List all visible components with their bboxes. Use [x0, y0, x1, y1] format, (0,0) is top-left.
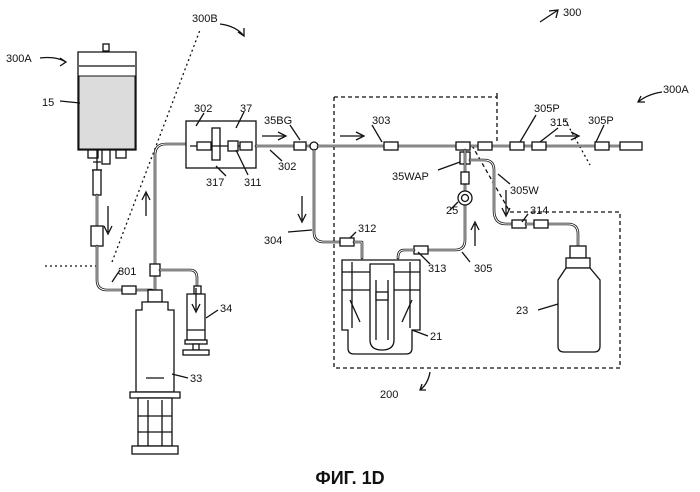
label-302-bottom: 302 — [278, 161, 296, 173]
label-305P-a: 305P — [534, 103, 560, 115]
arrow-300B — [220, 24, 244, 36]
arrow-200 — [420, 372, 430, 390]
label-35WAP: 35WAP — [392, 171, 429, 183]
label-317: 317 — [206, 177, 224, 189]
component-37-housing — [186, 121, 256, 168]
label-304: 304 — [264, 235, 282, 247]
label-34: 34 — [220, 303, 232, 315]
label-21: 21 — [430, 331, 442, 343]
line-305 — [398, 150, 472, 258]
label-300: 300 — [563, 7, 581, 19]
label-303: 303 — [372, 115, 390, 127]
label-302-top: 302 — [194, 103, 212, 115]
line-305W — [470, 160, 578, 246]
figure-caption: ФИГ. 1D — [315, 468, 384, 488]
label-25: 25 — [446, 205, 458, 217]
line-304 — [314, 150, 362, 258]
label-311: 311 — [244, 177, 262, 189]
label-301: 301 — [118, 266, 136, 278]
label-305: 305 — [474, 263, 492, 275]
label-314: 314 — [530, 205, 548, 217]
arrow-300A-right — [638, 92, 662, 102]
reservoir-21 — [342, 260, 420, 354]
label-35BG: 35BG — [264, 115, 292, 127]
label-312: 312 — [358, 223, 376, 235]
label-200: 200 — [380, 389, 398, 401]
label-300A-left: 300A — [6, 53, 32, 65]
arrow-300A-left — [40, 58, 66, 67]
boundary-200-top — [334, 93, 497, 142]
label-313: 313 — [428, 263, 446, 275]
label-315: 315 — [550, 117, 568, 129]
label-305P-b: 305P — [588, 115, 614, 127]
boundary-300A-right — [565, 120, 590, 165]
label-300A-right: 300A — [663, 84, 689, 96]
label-300B: 300B — [192, 13, 218, 25]
label-305W: 305W — [510, 185, 539, 197]
pressure-sensor-25 — [458, 191, 472, 205]
label-33: 33 — [190, 373, 202, 385]
label-37: 37 — [240, 103, 252, 115]
arrow-300 — [540, 10, 558, 22]
label-15: 15 — [42, 97, 54, 109]
label-23: 23 — [516, 305, 528, 317]
iv-bag-15 — [78, 44, 136, 180]
syringe-33 — [130, 290, 180, 454]
waste-bottle-23 — [558, 246, 600, 352]
